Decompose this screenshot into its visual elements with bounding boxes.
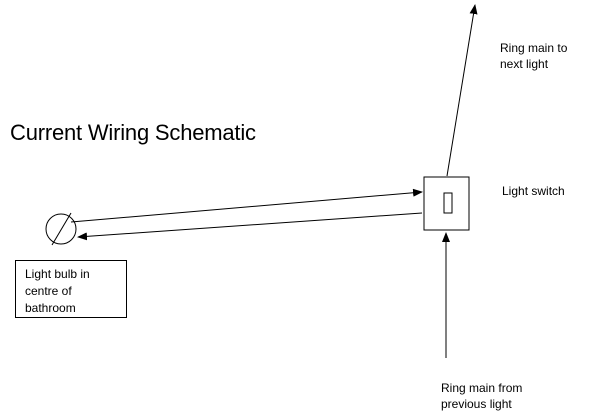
label-light-bulb: Light bulb in centre of bathroom [25,267,90,315]
label-ring-main-previous: Ring main from previous light [441,381,523,411]
wire-bulb-to-switch [70,188,423,223]
wire-switch-to-bulb [77,212,423,241]
light-bulb-symbol [45,212,77,246]
light-switch-toggle [443,192,453,214]
light-switch-symbol [423,176,470,231]
label-light-switch: Light switch [502,184,565,198]
diagram-title: Current Wiring Schematic [10,120,256,145]
light-bulb-slash [51,212,72,246]
label-ring-main-next: Ring main to next light [500,41,568,71]
light-bulb-label-box: Light bulb in centre of bathroom [15,260,127,318]
wire-ring-main-to-next [446,4,478,177]
